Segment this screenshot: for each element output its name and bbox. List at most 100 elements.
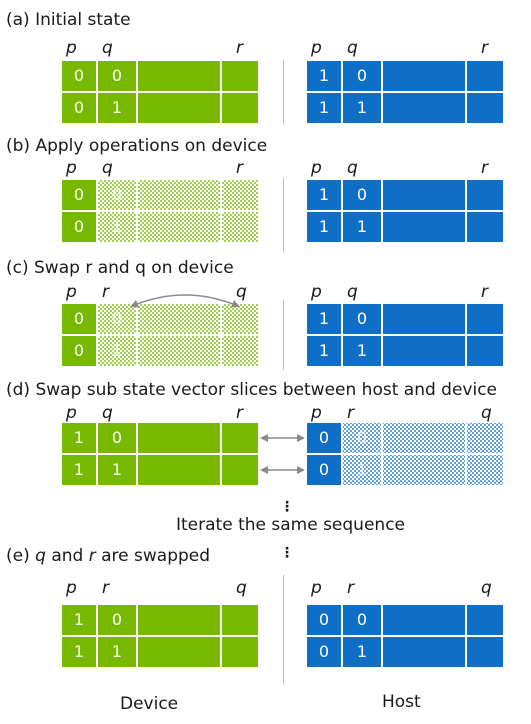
device-cell-c-r0-p: [62, 304, 96, 334]
device-cell-a-r0-p: [62, 61, 96, 91]
section-d-title: (d) Swap sub state vector slices between…: [6, 380, 497, 400]
section-b-title: (b) Apply operations on device: [6, 136, 268, 156]
host-bit-c-r1-1: 1: [356, 341, 368, 360]
host-cell-b-r1-p: [307, 212, 341, 242]
device-axis-label-d-0: p: [66, 403, 77, 423]
device-bit-b-r0-0: 0: [73, 185, 85, 204]
device-cell-e-r1-c2: [138, 637, 220, 667]
device-axis-label-e-2: q: [236, 578, 247, 598]
host-cell-e-r1-p: [307, 637, 341, 667]
host-axis-label-e-2: q: [481, 578, 492, 598]
device-hatched-cell-b-r0-c2: [138, 180, 220, 210]
device-cell-d-r1-c3: [222, 455, 258, 485]
device-axis-label-b-2: r: [236, 158, 243, 178]
title-var-q: q: [35, 546, 46, 566]
host-cell-a-r1-c1: [343, 93, 381, 123]
host-cell-b-r0-c2: [383, 180, 465, 210]
host-cell-a-r1-c3: [467, 93, 503, 123]
host-bit-b-r1-0: 1: [318, 217, 330, 236]
device-cell-d-r1-c1: [98, 455, 136, 485]
host-bit-e-r0-1: 0: [356, 610, 368, 629]
section-e-title: (e) q and r are swapped: [6, 546, 210, 566]
device-axis-label-c-2: q: [236, 282, 247, 302]
device-cell-e-r0-c1: [98, 605, 136, 635]
device-bit-e-r0-1: 0: [111, 610, 123, 629]
device-bit-b-r1-0: 0: [73, 217, 85, 236]
host-cell-a-r1-c2: [383, 93, 465, 123]
device-bit-d-r0-0: 1: [73, 428, 85, 447]
device-cell-a-r0-c2: [138, 61, 220, 91]
host-cell-d-r0-p: [307, 423, 341, 453]
host-cell-c-r1-c3: [467, 336, 503, 366]
divider-c: [283, 300, 284, 370]
host-bit-a-r1-1: 1: [356, 98, 368, 117]
device-bit-e-r1-1: 1: [111, 642, 123, 661]
device-bit-e-r0-0: 1: [73, 610, 85, 629]
host-hatched-cell-d-r0-c1: [343, 423, 381, 453]
host-cell-e-r1-c2: [383, 637, 465, 667]
device-cell-e-r0-c2: [138, 605, 220, 635]
host-cell-e-r1-c3: [467, 637, 503, 667]
device-cell-d-r0-c2: [138, 423, 220, 453]
device-bit-b-r1-1: 1: [111, 217, 123, 236]
iterate-caption: Iterate the same sequence: [176, 515, 405, 535]
host-cell-c-r0-p: [307, 304, 341, 334]
device-bit-d-r0-1: 0: [111, 428, 123, 447]
device-hatched-cell-b-r0-c3: [222, 180, 258, 210]
device-cell-d-r1-p: [62, 455, 96, 485]
host-bit-c-r1-0: 1: [318, 341, 330, 360]
device-cell-d-r0-p: [62, 423, 96, 453]
vdots-lower: ⋮: [280, 545, 294, 561]
footer-host-label: Host: [382, 692, 421, 712]
device-bit-a-r0-1: 0: [111, 66, 123, 85]
host-hatched-cell-d-r1-c2: [383, 455, 465, 485]
host-axis-label-a-2: r: [481, 38, 488, 58]
host-cell-b-r0-p: [307, 180, 341, 210]
host-axis-label-a-1: q: [347, 38, 358, 58]
swap-r-q-arrow: [130, 294, 240, 308]
host-cell-b-r1-c1: [343, 212, 381, 242]
device-bit-c-r1-1: 1: [111, 341, 123, 360]
device-bit-e-r1-0: 1: [73, 642, 85, 661]
device-cell-e-r0-c3: [222, 605, 258, 635]
device-hatched-cell-b-r1-c2: [138, 212, 220, 242]
title-mid: and: [45, 546, 89, 566]
device-hatched-cell-b-r1-c3: [222, 212, 258, 242]
device-axis-label-b-0: p: [66, 158, 77, 178]
divider-e: [283, 575, 284, 685]
device-axis-label-e-0: p: [66, 578, 77, 598]
device-axis-label-d-2: r: [236, 403, 243, 423]
device-axis-label-c-0: p: [66, 282, 77, 302]
device-bit-d-r1-0: 1: [73, 460, 85, 479]
device-hatched-cell-c-r1-c3: [222, 336, 258, 366]
host-axis-label-b-1: q: [347, 158, 358, 178]
host-cell-b-r0-c3: [467, 180, 503, 210]
host-cell-b-r1-c2: [383, 212, 465, 242]
device-bit-a-r0-0: 0: [73, 66, 85, 85]
device-hatched-cell-c-r1-c2: [138, 336, 220, 366]
host-cell-b-r1-c3: [467, 212, 503, 242]
host-axis-label-c-0: p: [311, 282, 322, 302]
device-axis-label-e-1: r: [102, 578, 109, 598]
host-hatched-cell-d-r1-c3: [467, 455, 503, 485]
device-cell-e-r0-p: [62, 605, 96, 635]
device-cell-e-r1-c3: [222, 637, 258, 667]
device-cell-d-r0-c3: [222, 423, 258, 453]
device-cell-d-r1-c2: [138, 455, 220, 485]
host-bit-e-r1-0: 0: [318, 642, 330, 661]
host-axis-label-e-1: r: [347, 578, 354, 598]
host-cell-c-r0-c2: [383, 304, 465, 334]
host-cell-a-r0-p: [307, 61, 341, 91]
host-bit-a-r0-0: 1: [318, 66, 330, 85]
device-cell-a-r1-c2: [138, 93, 220, 123]
device-axis-label-b-1: q: [102, 158, 113, 178]
device-cell-d-r0-c1: [98, 423, 136, 453]
host-bit-e-r1-1: 1: [356, 642, 368, 661]
divider-a: [283, 60, 284, 125]
host-cell-e-r0-c1: [343, 605, 381, 635]
device-axis-label-c-1: r: [102, 282, 109, 302]
title-suffix: are swapped: [95, 546, 211, 566]
host-cell-c-r1-c1: [343, 336, 381, 366]
host-cell-a-r1-p: [307, 93, 341, 123]
host-axis-label-b-0: p: [311, 158, 322, 178]
